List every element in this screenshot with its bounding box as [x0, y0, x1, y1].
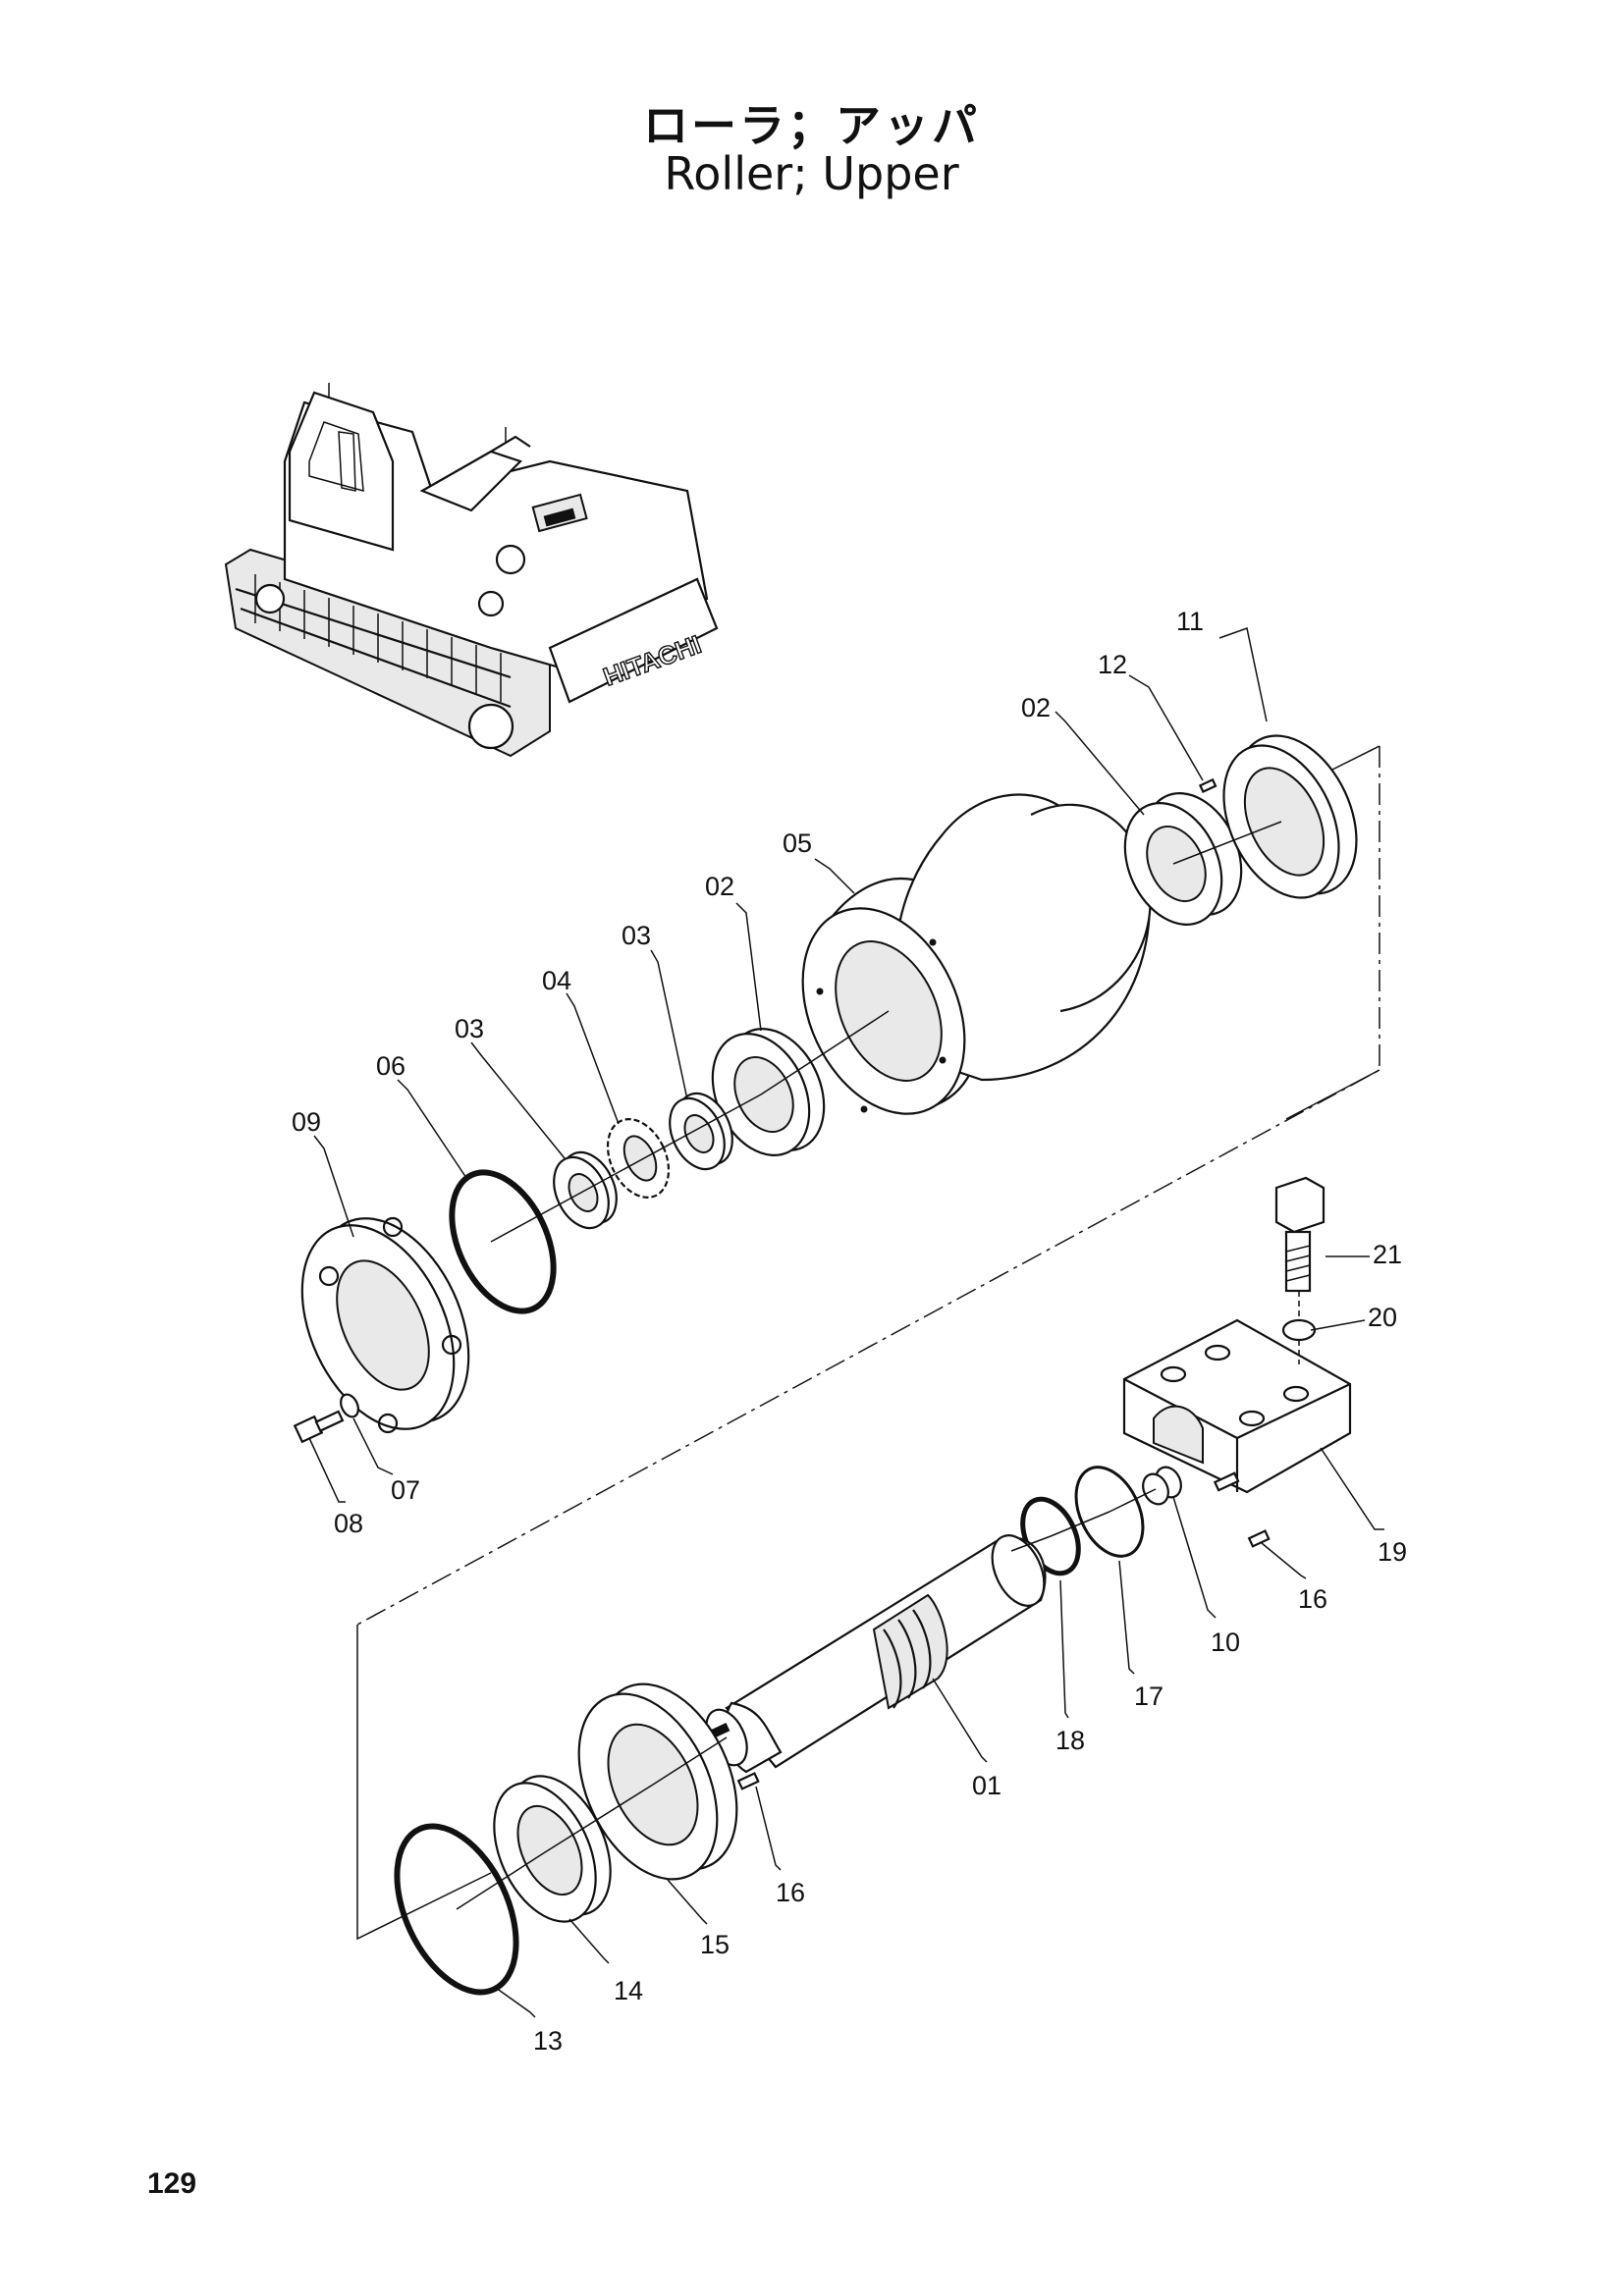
shaft-01	[705, 1534, 1047, 1774]
washer-20	[1281, 1318, 1317, 1342]
callout-13: 13	[533, 2026, 563, 2056]
callout-19: 19	[1378, 1537, 1407, 1567]
callout-02-front: 02	[705, 872, 734, 901]
o-ring-13	[394, 1823, 519, 1996]
callout-01: 01	[972, 1771, 1001, 1800]
callout-05: 05	[783, 828, 812, 858]
roller-body-05	[801, 793, 1152, 1115]
cover-11	[1222, 734, 1358, 899]
excavator-illustration: HITACHI	[224, 383, 719, 758]
callout-21: 21	[1373, 1240, 1402, 1269]
bearing-02-front	[711, 1027, 826, 1157]
nut-03-inner	[669, 1092, 733, 1171]
page-title-english: Roller; Upper	[664, 147, 959, 200]
support-bracket-19	[1122, 1318, 1352, 1494]
callout-16-left: 16	[776, 1878, 805, 1907]
callout-18: 18	[1055, 1726, 1085, 1755]
pin-16-right	[1247, 1529, 1271, 1548]
callout-16-right: 16	[1298, 1584, 1327, 1614]
pin-16-left	[736, 1772, 760, 1790]
cover-09	[300, 1216, 470, 1434]
page-title-japanese: ローラ；アッパ	[643, 99, 980, 152]
callout-14: 14	[614, 1976, 643, 2005]
callout-08: 08	[334, 1509, 363, 1538]
callout-02-rear: 02	[1021, 693, 1051, 722]
callout-11: 11	[1176, 607, 1204, 636]
o-ring-06	[449, 1169, 557, 1314]
seal-14	[493, 1775, 612, 1923]
page-number: 129	[147, 2167, 197, 2200]
callout-03-outer: 03	[455, 1014, 484, 1043]
bolt-08	[293, 1410, 345, 1444]
callout-17: 17	[1134, 1682, 1163, 1711]
plug-10	[1142, 1466, 1182, 1506]
callout-20: 20	[1368, 1303, 1397, 1332]
pin-slot	[1213, 1471, 1240, 1492]
pin-12	[1198, 777, 1217, 794]
callout-10: 10	[1211, 1628, 1240, 1657]
callout-12: 12	[1098, 650, 1127, 679]
callout-09: 09	[292, 1107, 321, 1137]
washer-07	[340, 1393, 359, 1418]
callout-06: 06	[376, 1051, 406, 1081]
callout-15: 15	[700, 1930, 730, 1959]
callout-07: 07	[391, 1475, 420, 1505]
bolt-21	[1274, 1176, 1325, 1293]
callout-03-inner: 03	[622, 921, 651, 950]
callout-04: 04	[542, 966, 571, 995]
lock-washer-04	[606, 1118, 671, 1199]
callout-labels: 11 12 02 05 02 03 04 03 06 09 07 08 21 2…	[292, 607, 1407, 2056]
leader-lines	[308, 627, 1384, 2018]
